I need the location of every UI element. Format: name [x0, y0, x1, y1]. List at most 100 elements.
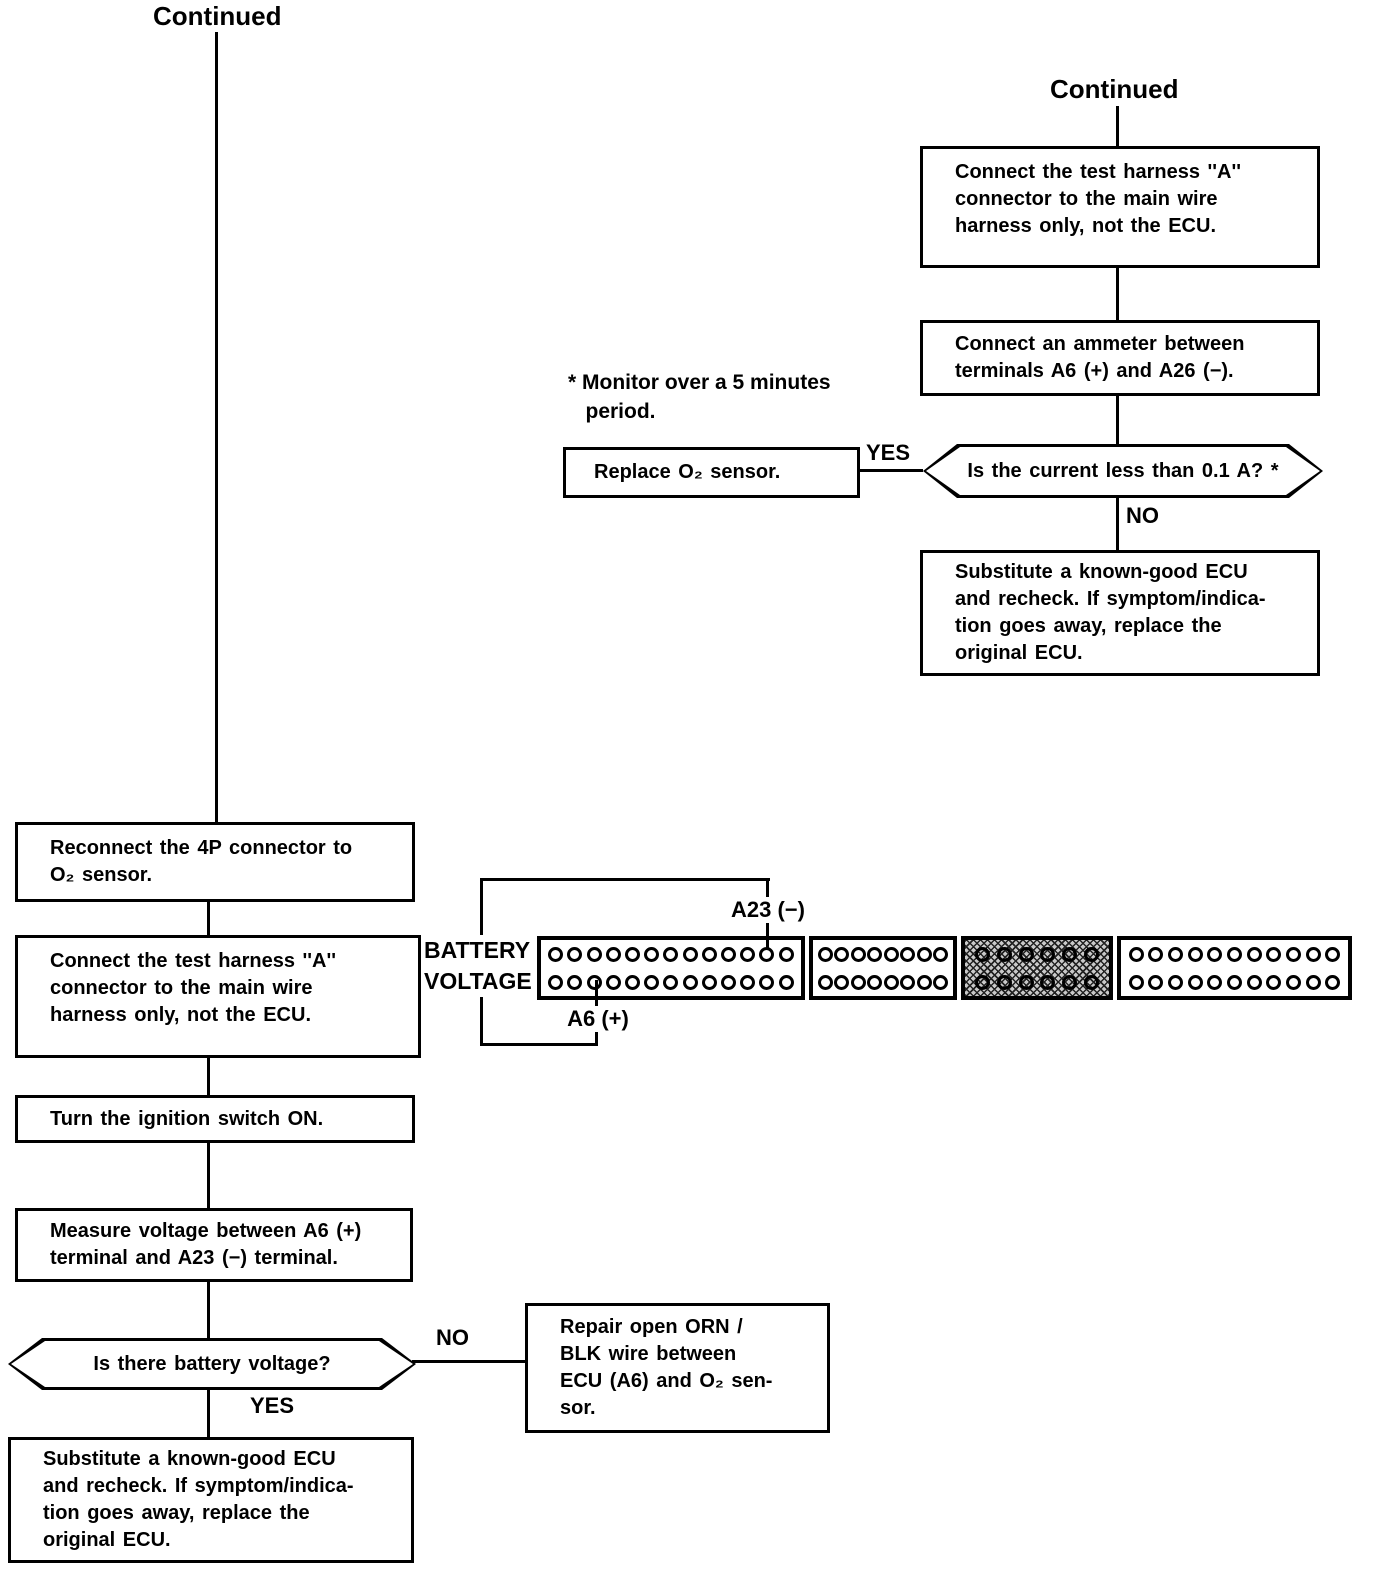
process-box-text: Repair open ORN / BLK wire between ECU (… [560, 1316, 773, 1419]
connector-pin-row [544, 968, 798, 996]
bracket-line-top [480, 878, 770, 881]
connector-pin [567, 946, 583, 962]
flow-line-yes-branch [860, 469, 923, 472]
connector-pin [1148, 974, 1164, 990]
connector-pin [1040, 974, 1056, 990]
connector-pin [850, 974, 866, 990]
connector-pin [1207, 974, 1223, 990]
connector-pin [867, 946, 883, 962]
connector-pin [586, 946, 602, 962]
connector-pin [834, 946, 850, 962]
process-box-text: Turn the ignition switch ON. [50, 1107, 324, 1130]
connector-pin [682, 974, 698, 990]
connector-pin [1167, 946, 1183, 962]
decision-hexagon-battery-voltage: Is there battery voltage? [8, 1338, 416, 1390]
connector-pin [834, 974, 850, 990]
decision-text: Is the current less than 0.1 A? * [926, 447, 1320, 495]
decision-text: Is there battery voltage? [11, 1341, 413, 1387]
connector-pin [1226, 974, 1242, 990]
connector-pin [1040, 946, 1056, 962]
connector-pin-row [1124, 940, 1345, 968]
connector-pin [721, 974, 737, 990]
connector-pin [883, 974, 899, 990]
flow-line [207, 902, 210, 935]
yes-label: YES [250, 1393, 295, 1418]
connector-pin [701, 974, 717, 990]
connector-pin [850, 946, 866, 962]
process-box-repair-wire: Repair open ORN / BLK wire between ECU (… [525, 1303, 830, 1433]
connector-pin [1187, 946, 1203, 962]
connector-pin [740, 974, 756, 990]
connector-pin [778, 974, 794, 990]
connector-pin-row [816, 940, 950, 968]
connector-pin [1187, 974, 1203, 990]
connector-pin [900, 974, 916, 990]
continued-label-left: Continued [153, 1, 282, 31]
process-box-connect-harness-right: Connect the test harness ''A'' connector… [920, 146, 1320, 268]
ecu-connector [537, 936, 1352, 1000]
connector-pin [663, 946, 679, 962]
connector-pin [682, 946, 698, 962]
flow-line [207, 1390, 210, 1437]
connector-pin-row [1124, 968, 1345, 996]
connector-pin [605, 946, 621, 962]
connector-pin [1062, 946, 1078, 962]
connector-pin [817, 974, 833, 990]
connector-pin [916, 946, 932, 962]
bracket-line-bottom [480, 1043, 598, 1046]
connector-pin [883, 946, 899, 962]
connector-pin [867, 974, 883, 990]
process-box-reconnect-4p: Reconnect the 4P connector to O₂ sensor. [15, 822, 415, 902]
connector-pin [1285, 974, 1301, 990]
connector-section [961, 936, 1113, 1000]
connector-pin [1128, 974, 1144, 990]
connector-pin [817, 946, 833, 962]
battery-voltage-label: BATTERY VOLTAGE [422, 935, 534, 997]
connector-pin [1167, 974, 1183, 990]
process-box-text: Replace O₂ sensor. [594, 461, 781, 483]
connector-pin [567, 974, 583, 990]
connector-pin [974, 974, 990, 990]
connector-pin [933, 974, 949, 990]
connector-pin [721, 946, 737, 962]
connector-pin-row [544, 940, 798, 968]
process-box-substitute-ecu-right: Substitute a known-good ECU and recheck.… [920, 550, 1320, 676]
flow-line [1116, 268, 1119, 320]
connector-pin [759, 974, 775, 990]
connector-pin [548, 974, 564, 990]
connector-section [1117, 936, 1352, 1000]
process-box-replace-o2-sensor: Replace O₂ sensor. [563, 447, 860, 498]
process-box-text: Measure voltage between A6 (+) terminal … [50, 1220, 362, 1269]
process-box-text: Connect the test harness ''A'' connector… [50, 950, 336, 1026]
no-label: NO [1126, 503, 1159, 528]
connector-pin [1128, 946, 1144, 962]
connector-pin [1226, 946, 1242, 962]
process-box-connect-harness-left: Connect the test harness ''A'' connector… [15, 935, 421, 1058]
note-monitor-period: * Monitor over a 5 minutes period. [568, 371, 831, 423]
connector-pin [1246, 946, 1262, 962]
process-box-measure-voltage: Measure voltage between A6 (+) terminal … [15, 1208, 413, 1282]
flow-line [207, 1143, 210, 1208]
connector-pin [644, 946, 660, 962]
connector-pin [916, 974, 932, 990]
flow-line [207, 1058, 210, 1095]
connector-pin [625, 974, 641, 990]
connector-pin [996, 974, 1012, 990]
connector-pin [1305, 974, 1321, 990]
connector-pin [1018, 974, 1034, 990]
pin-label-a6: A6 (+) [556, 1006, 640, 1032]
connector-pin [1266, 974, 1282, 990]
flow-line-no-branch [412, 1360, 527, 1363]
flow-line [215, 32, 218, 822]
pin-label-a23: A23 (−) [720, 897, 816, 923]
connector-pin [1084, 946, 1100, 962]
process-box-text: Substitute a known-good ECU and recheck.… [43, 1448, 354, 1551]
connector-pin [1285, 946, 1301, 962]
connector-pin [1062, 974, 1078, 990]
connector-section [537, 936, 805, 1000]
connector-pin [663, 974, 679, 990]
connector-pin [1325, 974, 1341, 990]
connector-pin [1207, 946, 1223, 962]
connector-pin [1084, 974, 1100, 990]
